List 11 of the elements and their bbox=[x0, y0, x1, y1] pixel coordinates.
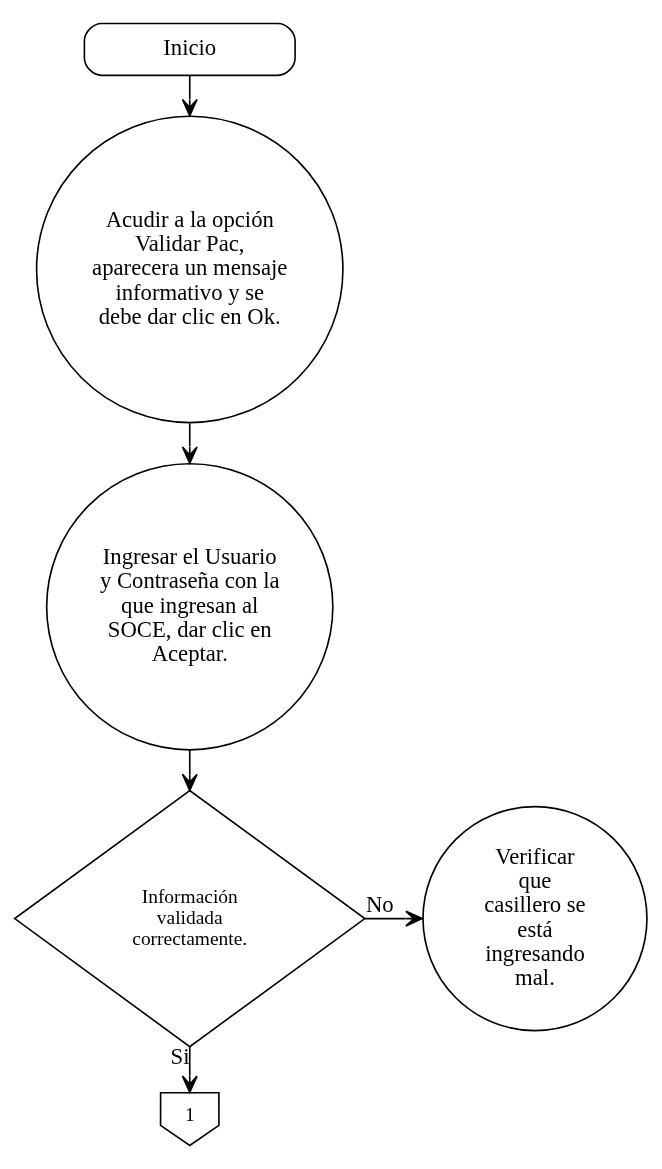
arrow bbox=[181, 74, 198, 117]
node-circle: Acudir a la opción Validar Pac, aparecera un mensaje informativo y se debe dar clic en Ok. bbox=[35, 115, 344, 424]
node-circle: Verificar que casillero se está ingresando mal. bbox=[422, 805, 648, 1032]
node-box: Inicio bbox=[83, 22, 296, 77]
edge-label: No bbox=[365, 892, 394, 918]
node-circle: Ingresar el Usuario y Contraseña con la que ingresan al SOCE, dar clic en Aceptar. bbox=[45, 462, 334, 751]
arrow bbox=[364, 910, 423, 927]
arrow bbox=[181, 749, 198, 792]
arrow bbox=[181, 422, 198, 465]
node-diamond: Información validada correctamente. bbox=[13, 789, 367, 1048]
arrow bbox=[181, 1045, 198, 1094]
